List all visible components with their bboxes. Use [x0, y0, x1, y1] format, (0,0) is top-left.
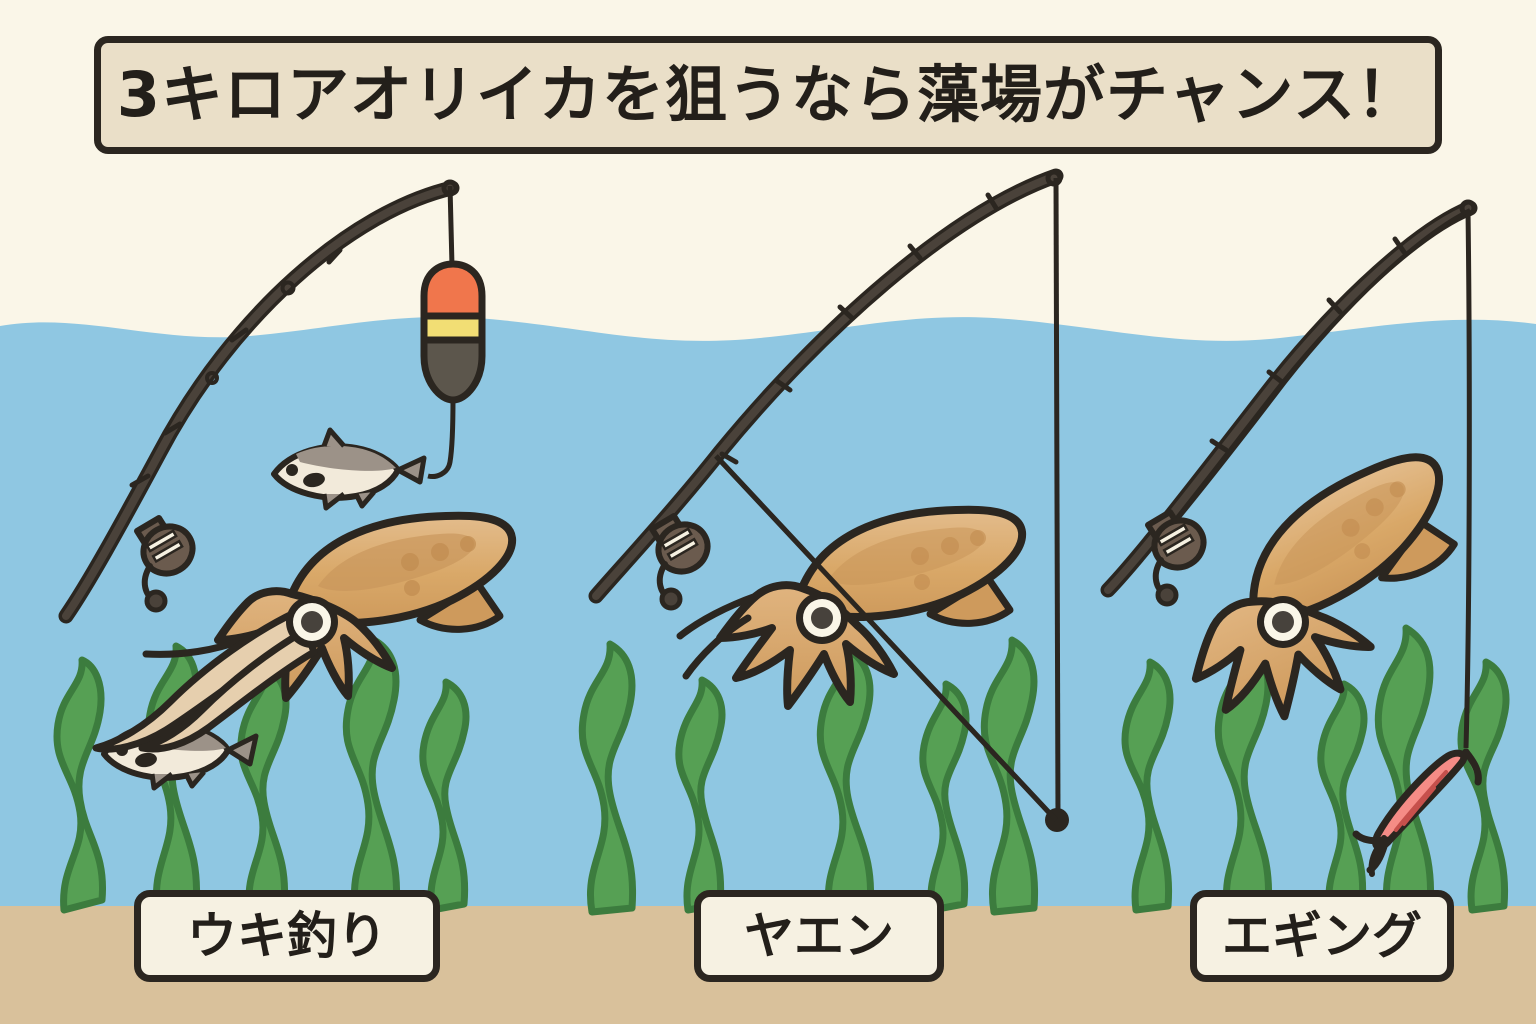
page-title: 3キロアオリイカを狙うなら藻場がチャンス！ — [116, 58, 1420, 131]
squid-egi — [1191, 453, 1458, 721]
main-line-yaen — [1053, 177, 1061, 819]
panel-eging — [1100, 199, 1482, 877]
float-uki — [420, 260, 486, 404]
method-label-egi-text: エギング — [1222, 907, 1422, 965]
spinning-reel-egi — [1145, 509, 1207, 607]
squid-uki — [92, 511, 517, 753]
panel-yaen-fishing — [588, 168, 1069, 832]
squid-yaen — [676, 505, 1027, 710]
fishing-line-uki — [447, 185, 455, 267]
title-banner: 3キロアオリイカを狙うなら藻場がチャンス！ — [94, 36, 1442, 154]
leader-line-uki — [427, 397, 456, 479]
method-label-yaen-text: ヤエン — [744, 907, 894, 965]
rod-line-egi — [1158, 208, 1471, 542]
spinning-reel-yaen — [649, 513, 711, 611]
method-label-uki-text: ウキ釣り — [187, 907, 387, 965]
method-label-uki: ウキ釣り — [134, 890, 440, 982]
method-label-egi: エギング — [1190, 890, 1454, 982]
fishing-line-egi — [1463, 209, 1472, 749]
fishing-rod-uki — [58, 179, 460, 624]
panel-float-fishing — [58, 179, 517, 791]
bait-fish-upper — [271, 427, 427, 511]
spinning-reel-uki — [134, 515, 196, 613]
fishing-rod-yaen — [588, 168, 1064, 604]
method-label-yaen: ヤエン — [694, 890, 944, 982]
yaen-slide-line-overlay — [714, 454, 1058, 822]
egi-lure — [1352, 748, 1482, 877]
